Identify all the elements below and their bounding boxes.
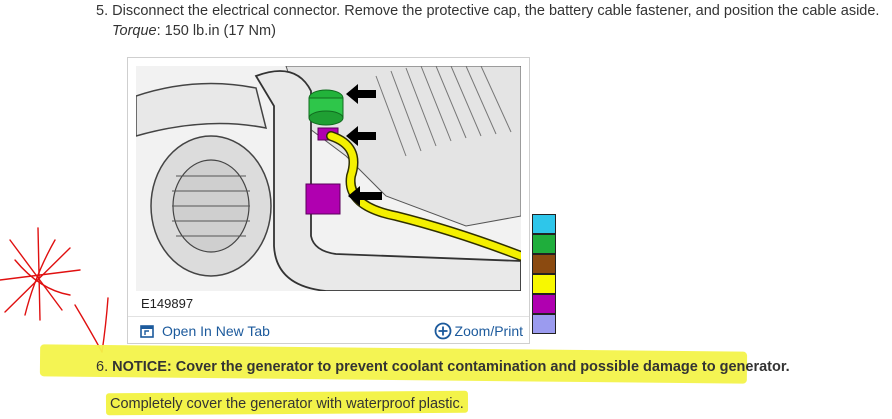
red-annotation-scribble: [0, 227, 109, 353]
color-swatch[interactable]: [532, 294, 556, 314]
torque-label: Torque: [112, 23, 157, 39]
step-6-notice: NOTICE: Cover the generator to prevent c…: [112, 359, 790, 375]
open-in-new-tab-link[interactable]: Open In New Tab: [140, 323, 270, 339]
torque-spec: Torque: 150 lb.in (17 Nm): [112, 22, 276, 40]
color-swatch[interactable]: [532, 234, 556, 254]
new-tab-icon: [140, 324, 154, 338]
generator-illustration[interactable]: [136, 66, 521, 291]
torque-value: : 150 lb.in (17 Nm): [156, 23, 276, 39]
color-swatch-column: [532, 214, 556, 334]
zoom-print-link[interactable]: Zoom/Print: [434, 322, 523, 340]
step-5-text: 5. Disconnect the electrical connector. …: [96, 3, 880, 19]
color-swatch[interactable]: [532, 314, 556, 334]
step-6-text: 6. NOTICE: Cover the generator to preven…: [96, 358, 790, 376]
figure-code: E149897: [141, 296, 194, 311]
step-6-body-text: Completely cover the generator with wate…: [110, 396, 464, 412]
open-in-new-tab-label: Open In New Tab: [162, 323, 270, 339]
figure-footer: Open In New Tab Zoom/Print: [128, 316, 529, 343]
figure-panel: E149897 Open In New Tab Zoom/Print: [127, 57, 530, 344]
plus-circle-icon: [434, 322, 451, 340]
color-swatch[interactable]: [532, 274, 556, 294]
zoom-print-label: Zoom/Print: [454, 323, 523, 339]
color-swatch[interactable]: [532, 254, 556, 274]
step-6-number: 6.: [96, 359, 113, 375]
color-swatch[interactable]: [532, 214, 556, 234]
